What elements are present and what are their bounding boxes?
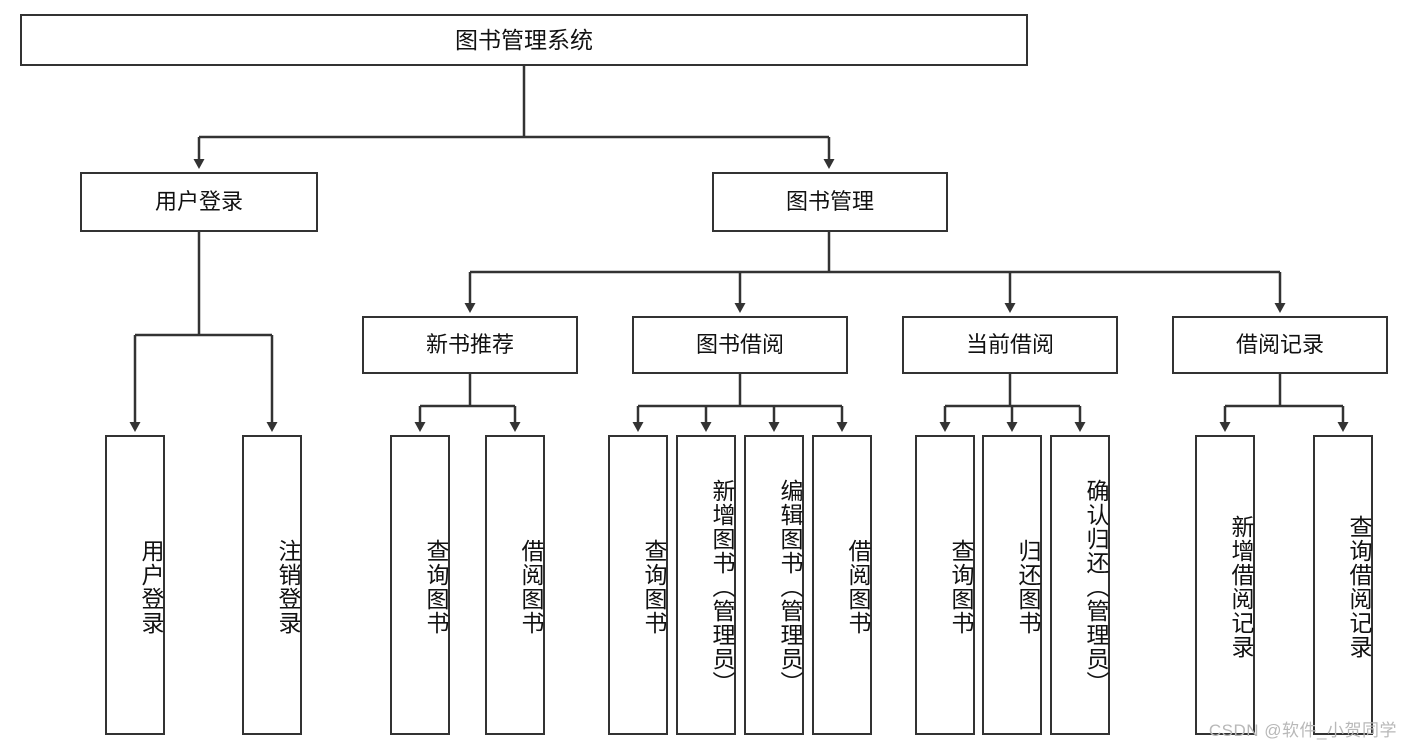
node-user-login[interactable]: 用户登录 [80,172,318,232]
leaf-query-borrow-record[interactable]: 查询借阅记录 [1313,435,1373,735]
watermark: CSDN @软件_小贺同学 [1208,721,1397,740]
leaf-borrow-book-newbook[interactable]: 借阅图书 [485,435,545,735]
node-root[interactable]: 图书管理系统 [20,14,1028,66]
leaf-add-borrow-record[interactable]: 新增借阅记录 [1195,435,1255,735]
node-new-book-recommend[interactable]: 新书推荐 [362,316,578,374]
leaf-edit-book-admin-label: 编辑图书（管理员） [777,479,803,695]
leaf-add-book-admin-label: 新增图书（管理员） [709,479,735,695]
leaf-query-borrow-record-label: 查询借阅记录 [1346,515,1372,659]
node-book-management-label: 图书管理 [785,189,874,215]
node-current-borrow[interactable]: 当前借阅 [902,316,1118,374]
leaf-query-book-current-label: 查询图书 [948,539,974,635]
node-current-borrow-label: 当前借阅 [965,332,1054,358]
edge-userlogin-to-leaves [129,232,278,432]
leaf-edit-book-admin[interactable]: 编辑图书（管理员） [744,435,804,735]
leaf-return-book[interactable]: 归还图书 [982,435,1042,735]
leaf-confirm-return-admin-label: 确认归还（管理员） [1083,479,1109,695]
edge-root-to-level2 [193,66,835,169]
edge-current-to-leaves [939,374,1086,432]
edge-borrow-to-leaves [632,374,848,432]
edge-records-to-leaves [1219,374,1349,432]
leaf-query-book-newbook[interactable]: 查询图书 [390,435,450,735]
leaf-logout[interactable]: 注销登录 [242,435,302,735]
node-book-management[interactable]: 图书管理 [712,172,948,232]
leaf-borrow-book-label: 借阅图书 [845,539,871,635]
leaf-query-book-current[interactable]: 查询图书 [915,435,975,735]
edge-newbook-to-leaves [414,374,521,432]
leaf-confirm-return-admin[interactable]: 确认归还（管理员） [1050,435,1110,735]
node-borrow-records-label: 借阅记录 [1235,332,1324,358]
leaf-borrow-book-newbook-label: 借阅图书 [518,539,544,635]
leaf-add-borrow-record-label: 新增借阅记录 [1228,515,1254,659]
node-book-borrow-label: 图书借阅 [695,332,784,358]
edge-bookmgmt-to-level3 [464,232,1286,313]
leaf-user-login-label: 用户登录 [138,539,164,635]
node-book-borrow[interactable]: 图书借阅 [632,316,848,374]
node-borrow-records[interactable]: 借阅记录 [1172,316,1388,374]
leaf-add-book-admin[interactable]: 新增图书（管理员） [676,435,736,735]
leaf-query-book-newbook-label: 查询图书 [423,539,449,635]
leaf-query-book-borrow-label: 查询图书 [641,539,667,635]
node-user-login-label: 用户登录 [154,189,243,215]
leaf-user-login[interactable]: 用户登录 [105,435,165,735]
leaf-borrow-book[interactable]: 借阅图书 [812,435,872,735]
node-root-label: 图书管理系统 [455,26,593,53]
leaf-logout-label: 注销登录 [275,539,301,635]
node-new-book-recommend-label: 新书推荐 [425,332,514,358]
leaf-query-book-borrow[interactable]: 查询图书 [608,435,668,735]
leaf-return-book-label: 归还图书 [1015,539,1041,635]
